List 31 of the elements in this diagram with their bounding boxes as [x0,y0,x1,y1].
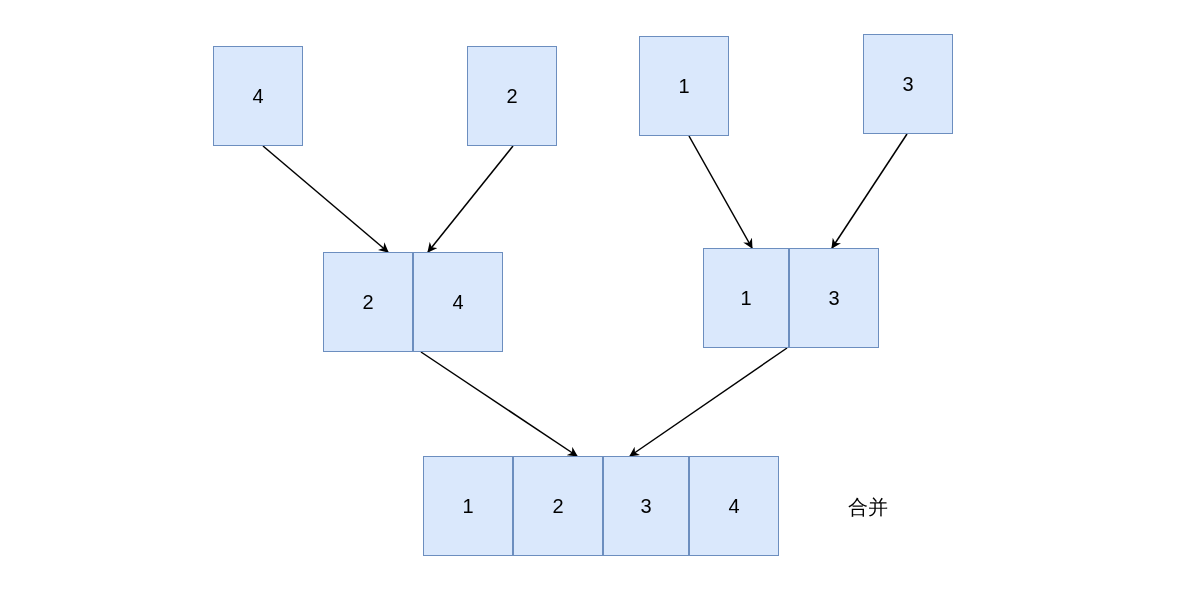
arrow [688,135,753,249]
number-box [703,248,789,348]
node-text: 1 [740,286,752,310]
number-box [603,456,689,556]
caption-text: 合并 [848,494,888,521]
node-text: 2 [506,84,518,108]
arrow [262,145,389,253]
node-text: 2 [552,494,564,518]
number-box [423,456,513,556]
number-box [213,46,303,146]
arrow [427,145,514,253]
node-text: 3 [902,72,914,96]
node-text: 4 [452,290,464,314]
node-text: 1 [462,494,474,518]
arrow [629,347,788,457]
number-box [413,252,503,352]
arrow [420,351,578,457]
node-text: 2 [362,290,374,314]
number-box [513,456,603,556]
arrow [831,133,908,249]
node-text: 3 [828,286,840,310]
node-text: 4 [252,84,264,108]
node-text: 1 [678,74,690,98]
node-text: 3 [640,494,652,518]
number-box [789,248,879,348]
number-box [323,252,413,352]
number-box [467,46,557,146]
node-text: 4 [728,494,740,518]
number-box [639,36,729,136]
number-box [863,34,953,134]
number-box [689,456,779,556]
